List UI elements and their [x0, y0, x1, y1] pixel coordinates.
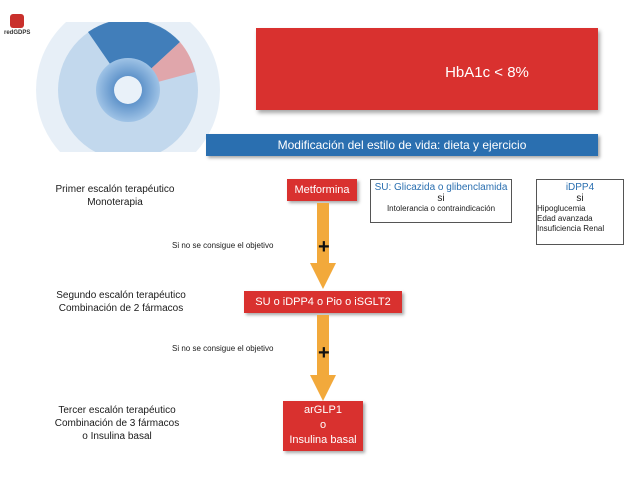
step-3-subtitle: Combinación de 3 fármacos — [54, 418, 180, 429]
idpp4-cond-2: Edad avanzada — [537, 214, 593, 223]
connector-note-2: Si no se consigue el objetivo — [172, 344, 274, 353]
idpp4-cond-1: Hipoglucemia — [537, 204, 586, 213]
metformina-box: Metformina — [287, 179, 357, 201]
step-2-subtitle: Combinación de 2 fármacos — [58, 303, 184, 314]
logo: redGDPS — [4, 12, 34, 42]
wheel-center — [114, 76, 142, 104]
wheel-highlight — [88, 22, 180, 90]
idpp4-title: iDPP4 — [565, 182, 595, 193]
lifestyle-banner-text: Modificación del estilo de vida: dieta y… — [277, 138, 527, 152]
step-3-line-c: Insulina basal — [289, 434, 357, 446]
su-condition: Intolerancia o contraindicación — [386, 204, 496, 213]
idpp4-box: iDPP4 si Hipoglucemia Edad avanzada Insu… — [536, 179, 624, 245]
hba1c-text: HbA1c < 8% — [445, 63, 529, 81]
logo-icon — [10, 14, 24, 28]
hba1c-box: HbA1c < 8% — [256, 28, 598, 110]
step-1-label: Primer escalón terapéutico Monoterapia — [50, 183, 180, 209]
step-3-line-a: arGLP1 — [304, 404, 342, 416]
step-3-alt: o Insulina basal — [82, 431, 152, 442]
step-3-label: Tercer escalón terapéutico Combinación d… — [52, 404, 182, 443]
plus-sign-2: + — [318, 342, 330, 364]
connector-note-1: Si no se consigue el objetivo — [172, 241, 274, 250]
su-si: si — [437, 193, 445, 204]
arrow-down-2 — [310, 315, 336, 401]
su-box: SU: Glicazida o glibenclamida si Intoler… — [370, 179, 512, 223]
step-1-title: Primer escalón terapéutico — [55, 184, 175, 195]
idpp4-si: si — [576, 193, 584, 204]
treatment-wheel-image — [36, 22, 220, 152]
lifestyle-banner: Modificación del estilo de vida: dieta y… — [206, 134, 598, 156]
step-2-title: Segundo escalón terapéutico — [56, 290, 186, 301]
step-3-box: arGLP1 o Insulina basal — [283, 401, 363, 451]
step-3-title: Tercer escalón terapéutico — [58, 405, 176, 416]
plus-sign-1: + — [318, 236, 330, 258]
su-title: SU: Glicazida o glibenclamida — [374, 182, 508, 193]
step-2-label: Segundo escalón terapéutico Combinación … — [46, 289, 196, 315]
step-1-subtitle: Monoterapia — [87, 197, 143, 208]
metformina-text: Metformina — [294, 184, 350, 196]
step-2-text: SU o iDPP4 o Pio o iSGLT2 — [255, 296, 391, 308]
step-2-box: SU o iDPP4 o Pio o iSGLT2 — [244, 291, 402, 313]
step-3-line-b: o — [319, 419, 327, 431]
idpp4-cond-3: Insuficiencia Renal — [537, 224, 605, 233]
logo-text: redGDPS — [4, 30, 31, 36]
arrow-down-1 — [310, 203, 336, 289]
